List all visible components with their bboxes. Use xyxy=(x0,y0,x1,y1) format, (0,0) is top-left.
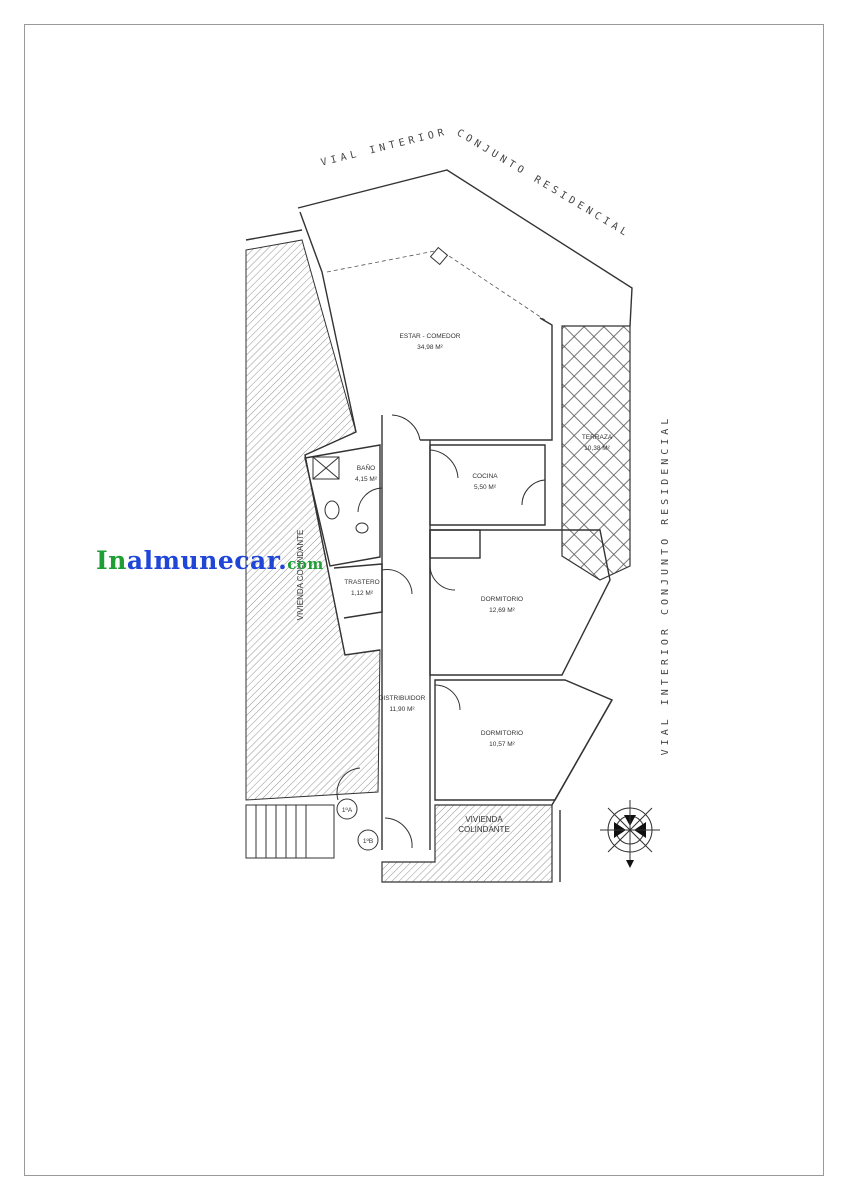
watermark-part: almunecar. xyxy=(126,546,288,575)
wall xyxy=(420,317,553,441)
watermark-part: In xyxy=(96,546,127,575)
toilet-icon xyxy=(355,522,369,534)
room-area: 11,90 M² xyxy=(389,706,415,713)
door-swing xyxy=(391,414,421,441)
room-area: 5,50 M² xyxy=(474,484,497,491)
column xyxy=(429,246,449,266)
watermark-part: com xyxy=(287,555,324,573)
room-name: DISTRIBUIDOR xyxy=(379,695,426,702)
room-name: BAÑO xyxy=(357,463,375,472)
door-swing xyxy=(381,569,413,595)
sink-icon xyxy=(324,500,340,520)
door-swing xyxy=(336,767,361,801)
bedroom1-wall xyxy=(429,529,611,676)
room-name: ESTAR - COMEDOR xyxy=(400,333,461,340)
room-name: DORMITORIO xyxy=(481,730,523,737)
door-swing xyxy=(429,564,456,591)
door-swing xyxy=(429,449,459,479)
neighbor-bottom-label: COLINDANTE xyxy=(458,825,510,834)
door-marker-a xyxy=(336,798,358,820)
wall xyxy=(299,211,381,656)
room-area: 34,98 M² xyxy=(417,344,443,351)
terrace-area xyxy=(561,325,631,581)
bath-wall xyxy=(304,444,381,567)
door-swing xyxy=(521,479,546,506)
room-area: 10,38 M² xyxy=(584,445,610,452)
watermark-logo: Inalmunecar.com xyxy=(96,546,324,575)
neighbor-left-label: VIVIENDA COLINDANTE xyxy=(296,530,305,621)
door-swing xyxy=(384,817,413,849)
wall xyxy=(245,229,303,241)
room-name: TERRAZA xyxy=(582,434,613,441)
bedroom2-wall xyxy=(434,679,613,801)
room-name: TRASTERO xyxy=(344,579,379,586)
shower-cross xyxy=(312,456,340,480)
room-area: 1,12 M² xyxy=(351,590,374,597)
compass-rose-icon xyxy=(600,800,660,868)
road-label-top-left: VIAL INTERIOR xyxy=(320,126,449,168)
closet xyxy=(429,529,481,559)
neighbor-left-area xyxy=(245,239,381,801)
room-area: 12,69 M² xyxy=(489,607,515,614)
door-label-a: 1ºA xyxy=(342,807,353,814)
road-label-top-right: CONJUNTO RESIDENCIAL xyxy=(455,128,632,241)
door-label-b: 1ºB xyxy=(363,838,373,845)
page-border xyxy=(24,24,824,1176)
road-label-right: VIAL INTERIOR CONJUNTO RESIDENCIAL xyxy=(660,415,671,756)
room-name: COCINA xyxy=(472,473,498,480)
door-marker-b xyxy=(357,829,379,851)
wall xyxy=(551,699,613,806)
room-area: 4,15 M² xyxy=(355,476,378,483)
shower-icon xyxy=(312,456,340,480)
door-swing xyxy=(357,487,383,513)
outer-wall xyxy=(297,169,633,327)
door-swing xyxy=(434,684,461,711)
room-name: DORMITORIO xyxy=(481,596,523,603)
neighbor-bottom-label: VIVIENDA xyxy=(465,815,503,824)
stairs xyxy=(245,804,335,859)
room-area: 10,57 M² xyxy=(489,741,515,748)
